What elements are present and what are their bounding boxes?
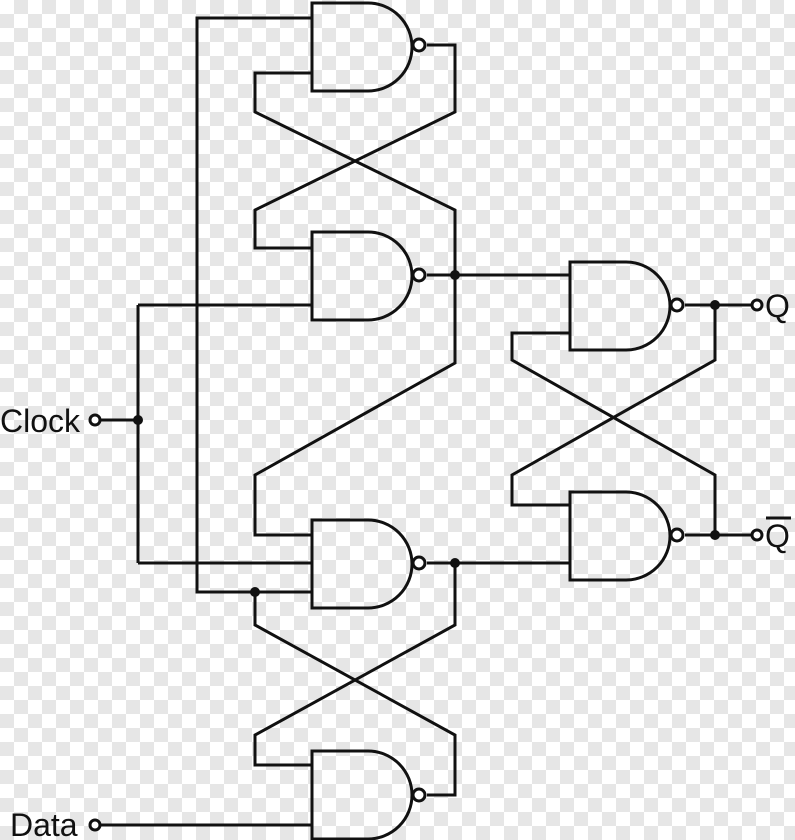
clock-terminal: [88, 413, 102, 427]
g1-output-wire: [253, 43, 457, 250]
nand-gate-4: [310, 749, 427, 840]
clock-wire: [100, 303, 312, 565]
junction-dots: [133, 270, 720, 597]
q-bar-terminal: [750, 528, 764, 542]
nand-gate-3: [310, 518, 427, 610]
g1-feedback-wire: [253, 71, 457, 275]
nand-gate-1: [310, 1, 427, 93]
nand-gate-5: [568, 260, 685, 352]
q-bar-label: Q: [765, 518, 790, 554]
g5-cross-wire: [510, 305, 717, 507]
data-label: Data: [10, 807, 78, 840]
g6-cross-wire: [510, 331, 717, 535]
g2-down-wire: [253, 275, 457, 537]
data-terminal: [88, 818, 102, 832]
nand-gate-2: [310, 230, 427, 322]
g4-output-wire: [253, 592, 457, 797]
q-terminal: [750, 298, 764, 312]
q-label: Q: [765, 288, 790, 324]
clock-label: Clock: [0, 403, 81, 439]
wires: [100, 16, 752, 827]
g3-down-wire: [253, 563, 457, 767]
nand-gate-6: [568, 490, 685, 582]
